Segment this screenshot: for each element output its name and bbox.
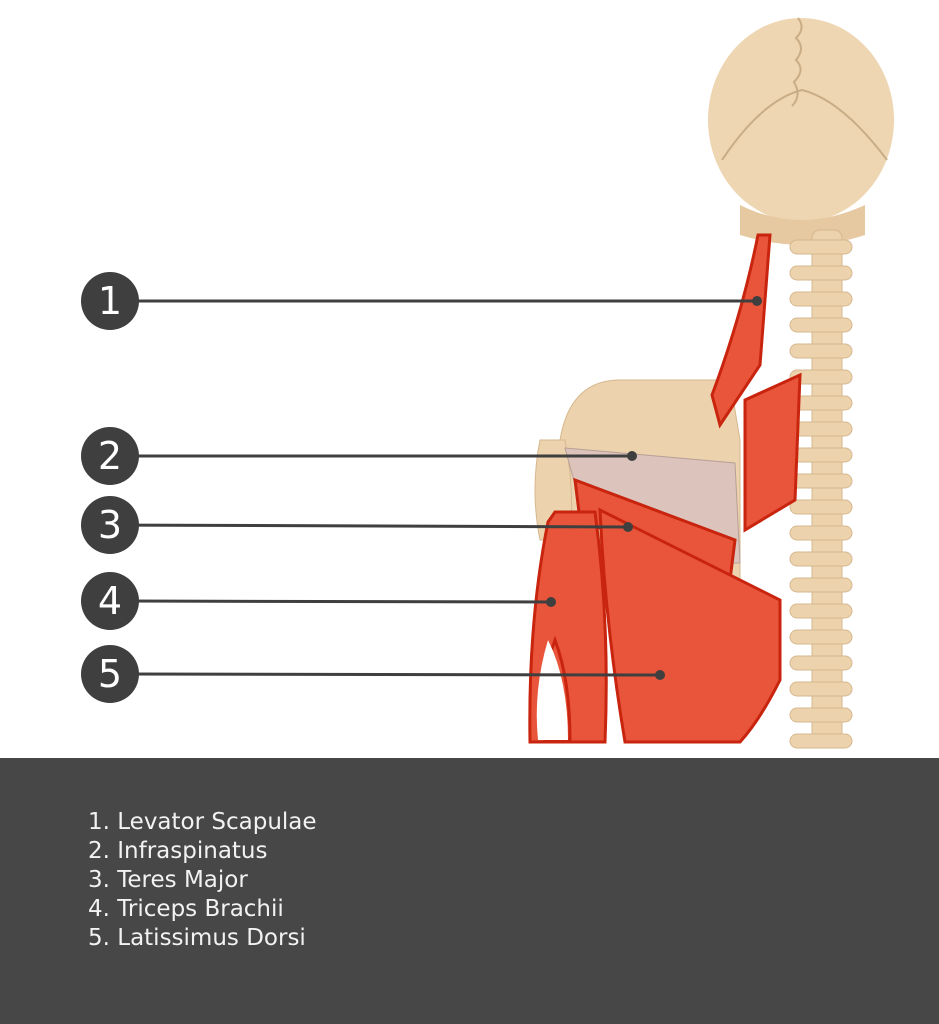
legend-item: 5. Latissimus Dorsi [88,925,306,951]
vertebra [789,681,853,697]
vertebra [789,291,853,307]
vertebra [789,733,853,749]
marker-number: 4 [98,579,122,623]
levator-scapulae [710,233,772,429]
vertebra [789,343,853,359]
vertebra [789,499,853,515]
legend-list: 1. Levator Scapulae 2. Infraspinatus 3. … [88,808,317,953]
legend-item: 1. Levator Scapulae [88,809,317,835]
marker-number: 2 [98,434,122,478]
legend-item: 3. Teres Major [88,867,248,893]
vertebra [789,369,853,385]
muscles [528,233,802,744]
vertebra [789,447,853,463]
vertebra [789,473,853,489]
vertebra [789,655,853,671]
legend-panel: 1. Levator Scapulae 2. Infraspinatus 3. … [0,758,939,1024]
rhomboid [743,372,802,533]
vertebra [789,265,853,281]
anatomy-figure: 1 2 3 4 5 [81,17,894,749]
vertebra [789,629,853,645]
marker-4[interactable]: 4 [81,572,556,630]
legend-item: 2. Infraspinatus [88,838,268,864]
vertebra [789,551,853,567]
marker-number: 5 [98,652,122,696]
vertebra [789,577,853,593]
legend-item: 4. Triceps Brachii [88,896,284,922]
marker-5[interactable]: 5 [81,645,665,703]
marker-3[interactable]: 3 [81,496,633,554]
markers: 1 2 3 4 5 [81,272,762,703]
vertebra [789,525,853,541]
vertebra [789,603,853,619]
vertebra [789,239,853,255]
marker-1[interactable]: 1 [81,272,762,330]
marker-2[interactable]: 2 [81,427,637,485]
vertebra [789,317,853,333]
vertebra [789,707,853,723]
skull [708,17,894,245]
spine [789,229,853,749]
latissimus-dorsi [598,507,782,744]
marker-number: 3 [98,503,122,547]
marker-number: 1 [98,279,122,323]
